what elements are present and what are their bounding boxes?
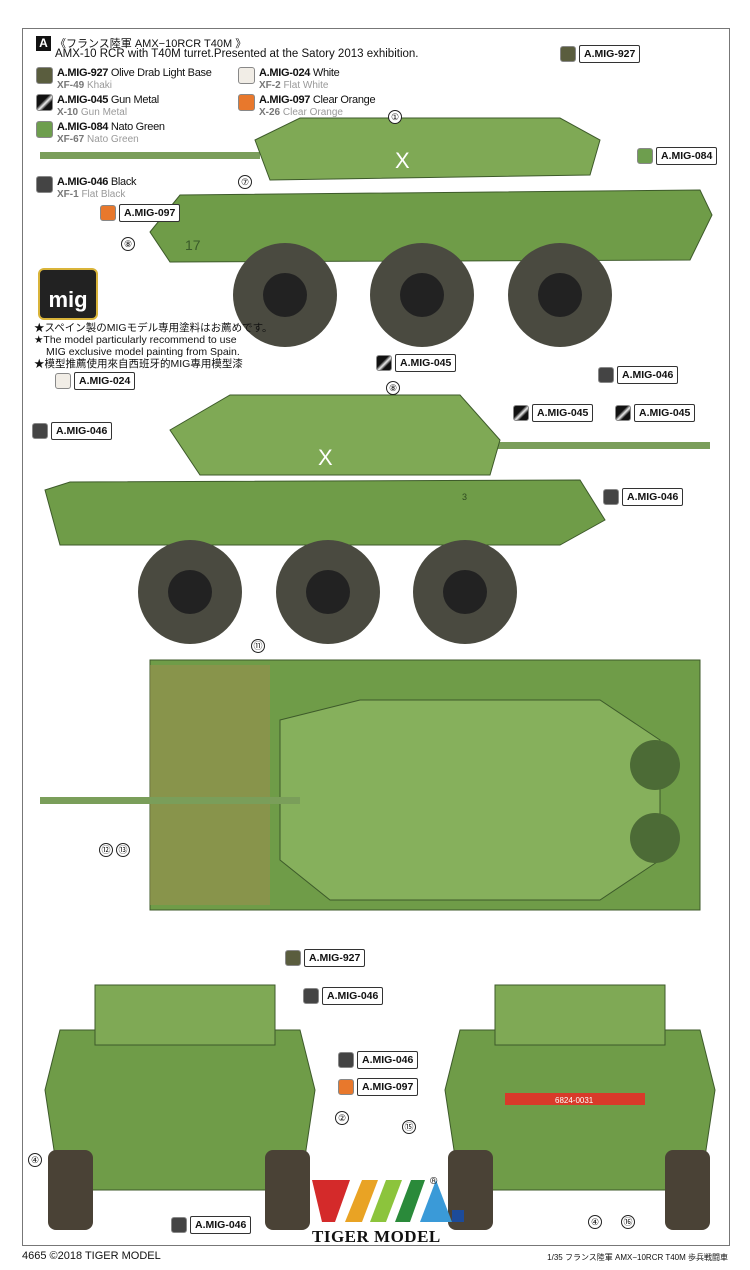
callout: A.MIG-046	[603, 488, 684, 506]
callout: A.MIG-045	[615, 404, 696, 422]
note-en-2: MIG exclusive model painting from Spain.	[46, 346, 240, 358]
side-view-left: X 17	[40, 117, 713, 347]
color-swatch	[36, 121, 53, 138]
part-marker: ⑮	[402, 1120, 416, 1134]
part-marker: ⑪	[251, 639, 265, 653]
rear-plate: 6824-0031	[555, 1096, 594, 1105]
scheme-subtitle: AMX-10 RCR with T40M turret.Presented at…	[55, 48, 419, 60]
color-swatch	[238, 67, 255, 84]
ammo-mig-logo: mig	[38, 268, 98, 320]
callout: A.MIG-045	[376, 354, 457, 372]
registered-mark: ®	[430, 1176, 438, 1187]
page-frame	[22, 28, 730, 1246]
callout: A.MIG-046	[338, 1051, 419, 1069]
turret-x-mark: X	[318, 445, 333, 470]
turret-top	[279, 699, 661, 901]
gun-barrel	[480, 442, 710, 449]
callout: A.MIG-046	[32, 422, 113, 440]
note-en: ★The model particularly recommend to use	[34, 334, 237, 346]
hull	[44, 479, 606, 546]
part-marker: ①	[388, 110, 402, 124]
footer-copyright: 4665 ©2018 TIGER MODEL	[22, 1250, 161, 1262]
color-swatch	[238, 94, 255, 111]
callout: A.MIG-927	[285, 949, 366, 967]
front-view	[44, 984, 316, 1230]
side-number: 3	[462, 492, 467, 502]
hull-number: 17	[185, 237, 201, 253]
footer-kit-title: 1/35 フランス陸軍 AMX−10RCR T40M 歩兵戦闘車	[547, 1253, 728, 1262]
callout: A.MIG-046	[598, 366, 679, 384]
callout: A.MIG-024	[55, 372, 136, 390]
color-swatch	[36, 176, 53, 193]
scheme-badge: A	[36, 36, 51, 51]
callout: A.MIG-097	[338, 1078, 419, 1096]
side-view-right: X 3	[44, 394, 710, 644]
callout: A.MIG-084	[637, 147, 718, 165]
gun-barrel	[40, 152, 260, 159]
note-zh: ★模型推薦使用來自西班牙的MIG專用模型漆	[34, 358, 243, 370]
part-marker: ④	[588, 1215, 602, 1229]
part-marker: ⑯	[621, 1215, 635, 1229]
note-jp: ★スペイン製のMIGモデル専用塗料はお薦めです。	[34, 322, 273, 334]
gun-barrel	[40, 797, 300, 804]
rear-view: 6824-0031	[444, 984, 716, 1230]
callout: A.MIG-097	[100, 204, 181, 222]
tiger-model-wordmark: TIGER MODEL	[312, 1227, 441, 1246]
tiger-model-logo-mark	[312, 1180, 464, 1222]
part-marker: ④	[28, 1153, 42, 1167]
part-marker: ⑧	[386, 381, 400, 395]
part-marker: ⑦	[238, 175, 252, 189]
callout: A.MIG-927	[560, 45, 641, 63]
callout: A.MIG-046	[303, 987, 384, 1005]
turret	[169, 394, 501, 476]
top-view	[40, 659, 701, 911]
turret-x-mark: X	[395, 148, 410, 173]
callout: A.MIG-045	[513, 404, 594, 422]
color-swatch	[36, 67, 53, 84]
part-marker: ⑫	[99, 843, 113, 857]
turret	[254, 117, 601, 181]
part-marker: ⑧	[121, 237, 135, 251]
callout: A.MIG-046	[171, 1216, 252, 1234]
scheme-title: 《フランス陸軍 AMX−10RCR T40M 》	[55, 38, 247, 50]
color-swatch	[36, 94, 53, 111]
part-marker: ②	[335, 1111, 349, 1125]
part-marker: ⑬	[116, 843, 130, 857]
